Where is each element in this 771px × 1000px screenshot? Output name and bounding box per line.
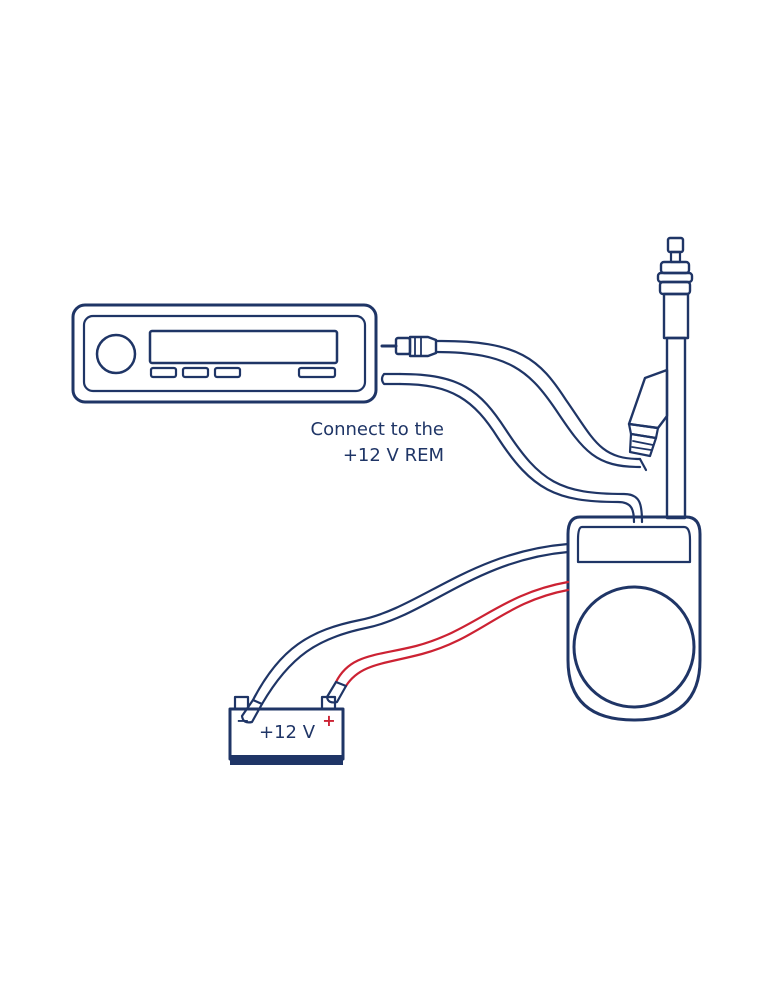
radio-outer-frame — [71, 303, 378, 404]
power-wire — [334, 580, 570, 688]
power-wire-terminal — [325, 680, 348, 704]
motor-drum — [572, 585, 696, 709]
connect-label-line1: Connect to the — [311, 419, 444, 440]
battery — [228, 695, 345, 765]
antenna-motor-housing — [566, 515, 702, 722]
battery-minus-symbol: − — [236, 711, 249, 730]
mast-cable-connector — [627, 368, 669, 472]
antenna-coax-cable — [434, 339, 642, 469]
antenna-mast — [656, 236, 694, 520]
radio-button-3 — [213, 366, 242, 379]
battery-plus-symbol: + — [322, 711, 335, 730]
antenna-plug — [380, 335, 438, 358]
radio-button-1 — [149, 366, 178, 379]
radio-button-eject — [297, 366, 337, 379]
battery-base — [230, 755, 343, 765]
remote-wire — [380, 372, 644, 524]
battery-minus-post — [233, 695, 250, 711]
connect-label-line2: +12 V REM — [343, 445, 444, 466]
ground-wire — [251, 542, 570, 706]
radio-faceplate — [82, 314, 367, 393]
car-radio — [71, 303, 378, 404]
ground-wire-terminal — [240, 698, 264, 724]
battery-voltage-label: +12 V — [259, 722, 316, 743]
radio-volume-knob — [95, 333, 137, 375]
radio-button-2 — [181, 366, 210, 379]
radio-display — [148, 329, 339, 365]
